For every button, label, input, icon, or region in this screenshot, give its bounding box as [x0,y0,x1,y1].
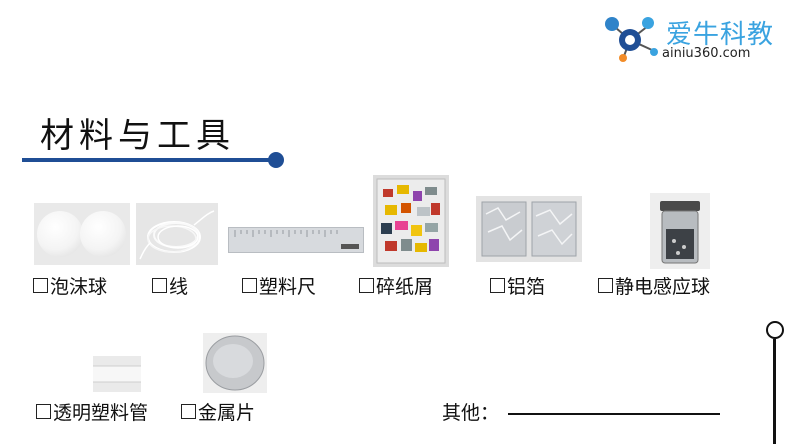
material-label: 线 [169,276,189,298]
decorative-ring [766,321,784,339]
material-option-aluminum-foil[interactable]: 铝箔 [490,272,545,299]
ruler-ticks-icon [234,230,359,249]
material-label: 塑料尺 [259,276,317,298]
tube-icon [93,365,141,383]
checkbox[interactable] [359,278,374,293]
electroscope-ball-image [650,193,710,269]
paper-scraps-image [373,175,449,267]
material-option-foam-balls[interactable]: 泡沫球 [33,272,107,299]
transparent-tube-image [93,356,141,392]
molecule-logo-icon [605,17,658,62]
checkbox[interactable] [36,404,51,419]
aluminum-foil-image [476,196,582,262]
logo-url: ainiu360.com [662,46,751,61]
material-label: 透明塑料管 [53,402,149,424]
material-option-thread[interactable]: 线 [152,272,188,299]
title-underline [22,158,274,162]
material-label: 静电感应球 [615,276,711,298]
material-label: 金属片 [198,402,256,424]
ruler-image [228,227,364,253]
material-option-metal-sheet[interactable]: 金属片 [181,398,255,425]
thread-coil-icon [139,210,215,260]
material-option-transparent-tube[interactable]: 透明塑料管 [36,398,148,425]
checkbox[interactable] [242,278,257,293]
metal-disc-icon [205,335,265,391]
checkbox[interactable] [598,278,613,293]
decorative-vertical-line [773,339,776,444]
metal-sheet-image [203,333,267,393]
title-underline-dot [268,152,284,168]
logo-name: 爱牛科教 [666,20,775,50]
material-label: 铝箔 [507,276,546,298]
material-label: 碎纸屑 [376,276,434,298]
foam-ball [37,211,83,257]
foil-sheets-icon [481,201,577,257]
confetti-bag-icon [376,178,446,264]
material-option-paper-scraps[interactable]: 碎纸屑 [359,272,433,299]
checkbox[interactable] [33,278,48,293]
foam-ball [80,211,126,257]
section-title: 材料与工具 [40,116,235,156]
electroscope-jar-icon [660,201,700,264]
brand-logo: 爱牛科教 ainiu360.com [596,10,796,66]
foam-balls-image [34,203,130,265]
checkbox[interactable] [181,404,196,419]
other-label: 其他： [442,402,500,424]
checkbox[interactable] [152,278,167,293]
checkbox[interactable] [490,278,505,293]
material-label: 泡沫球 [50,276,108,298]
material-option-plastic-ruler[interactable]: 塑料尺 [242,272,316,299]
thread-image [136,203,218,265]
other-fill-line[interactable] [508,413,720,415]
material-option-electroscope-ball[interactable]: 静电感应球 [598,272,710,299]
